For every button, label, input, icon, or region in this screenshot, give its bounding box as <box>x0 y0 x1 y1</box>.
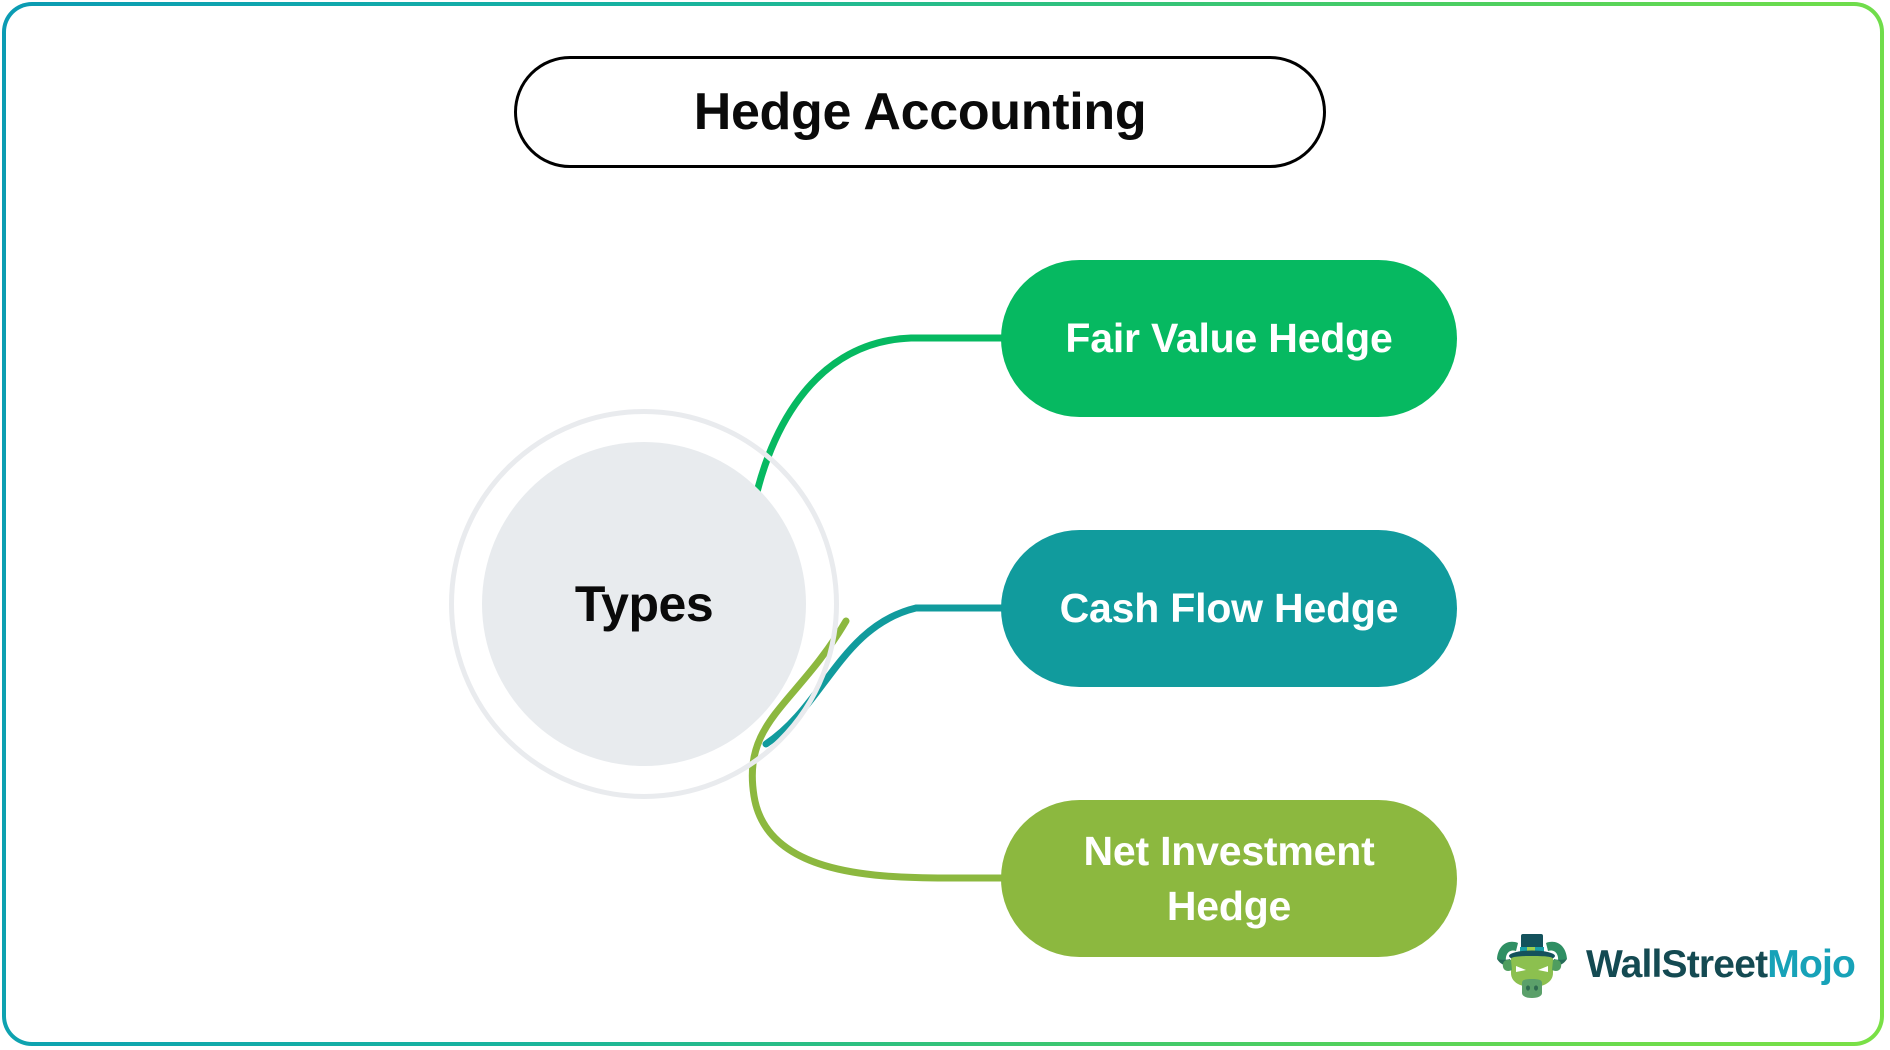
branch-pill-fair-value-hedge[interactable]: Fair Value Hedge <box>1001 260 1457 417</box>
hub-inner-circle: Types <box>482 442 806 766</box>
bull-with-tophat-icon <box>1497 934 1567 998</box>
center-hub: Types <box>449 409 839 799</box>
logo-wordmark-accent: Mojo <box>1767 942 1856 986</box>
branch-label-cash-flow-hedge: Cash Flow Hedge <box>1059 585 1399 632</box>
logo-wordmark: WallStreetMojo <box>1586 942 1856 986</box>
hub-label: Types <box>574 576 714 632</box>
page-title: Hedge Accounting <box>693 83 1147 141</box>
branch-pill-cash-flow-hedge[interactable]: Cash Flow Hedge <box>1001 530 1457 687</box>
logo-wordmark-primary: WallStreet <box>1586 942 1768 986</box>
branch-pill-net-investment-hedge[interactable]: Net Investment Hedge <box>1001 800 1457 957</box>
brand-logo[interactable]: WallStreetMojo <box>1494 928 1856 1000</box>
diagram-title-pill: Hedge Accounting <box>514 56 1326 168</box>
diagram-stage: Hedge Accounting Types Fair Value Hedge … <box>6 6 1880 1042</box>
branch-label-fair-value-hedge: Fair Value Hedge <box>1065 315 1393 362</box>
branch-label-net-investment-hedge: Net Investment Hedge <box>1083 827 1375 929</box>
hub-outer-ring <box>449 409 839 799</box>
